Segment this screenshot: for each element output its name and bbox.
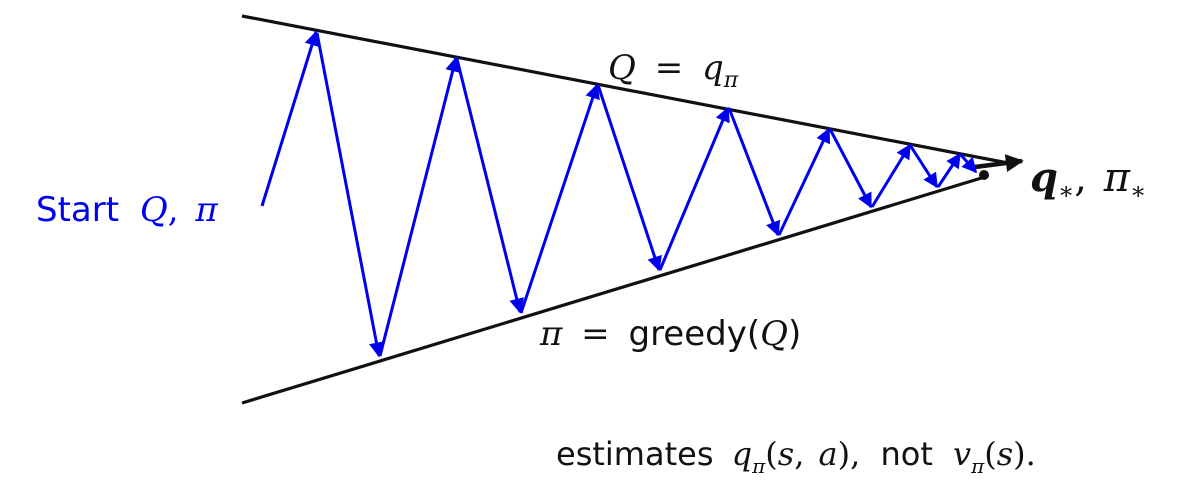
start-var-q: Q	[140, 190, 168, 230]
optimal-pi: π	[1103, 155, 1131, 201]
value-q: Q	[608, 48, 636, 88]
iteration-arrows	[260, 30, 978, 358]
policy-close: )	[788, 314, 801, 354]
start-var-pi: π	[194, 190, 218, 230]
eval-arrow-1	[260, 30, 320, 207]
optimal-q: q	[1030, 154, 1058, 201]
policy-eq: =	[581, 314, 610, 354]
policy-line-label: π = greedy(Q)	[539, 314, 801, 354]
footnote-s2: s	[997, 435, 1013, 473]
improve-arrow-4	[727, 107, 781, 237]
optimal-sep: ,	[1074, 155, 1087, 201]
eval-arrow-5	[777, 127, 831, 236]
footnote-q: q	[732, 435, 752, 473]
improve-arrow-7	[959, 154, 978, 174]
eval-arrow-6	[870, 143, 912, 208]
footnote-not: not	[880, 435, 932, 473]
improve-arrow-2	[455, 58, 525, 314]
improve-arrow-5	[828, 128, 873, 209]
start-sep: ,	[168, 190, 179, 230]
footnote-open1: (	[765, 435, 777, 473]
footnote-close1: ),	[838, 435, 861, 473]
value-q-sub: π	[723, 68, 739, 93]
value-q-pi: q	[702, 48, 724, 88]
optimal-label: q∗, π∗	[1030, 154, 1146, 205]
eval-arrow-3	[519, 83, 600, 314]
footnote-v-sub: π	[970, 454, 985, 478]
eval-arrow-7	[936, 152, 962, 188]
eval-arrow-4	[658, 106, 730, 271]
optimal-q-sub: ∗	[1058, 177, 1074, 205]
footnote-estimates: estimates	[556, 435, 713, 473]
footnote-comma: ,	[794, 435, 804, 473]
policy-greedy: greedy(	[628, 314, 760, 354]
footnote: estimates qπ(s, a), not vπ(s).	[556, 435, 1036, 478]
improve-arrow-1	[315, 32, 384, 358]
upper-boundary-line	[241, 14, 1009, 165]
footnote-q-sub: π	[751, 454, 766, 478]
convergence-point	[979, 170, 989, 180]
footnote-close2: ).	[1013, 435, 1036, 473]
footnote-a: a	[819, 435, 838, 473]
footnote-open2: (	[984, 435, 996, 473]
convergence-arrow	[974, 154, 1024, 172]
improve-arrow-3	[596, 84, 662, 272]
improve-arrow-6	[908, 144, 939, 189]
start-label: Start Q, π	[36, 190, 218, 230]
policy-pi: π	[539, 314, 563, 354]
footnote-v: v	[953, 435, 971, 473]
lower-boundary-line	[241, 174, 989, 405]
value-line-label: Q = qπ	[608, 48, 739, 93]
start-word: Start	[36, 190, 119, 230]
footnote-s1: s	[778, 435, 794, 473]
policy-arg: Q	[760, 314, 788, 354]
eval-arrow-2	[378, 56, 460, 357]
optimal-pi-sub: ∗	[1130, 177, 1146, 205]
value-eq: =	[655, 48, 684, 88]
